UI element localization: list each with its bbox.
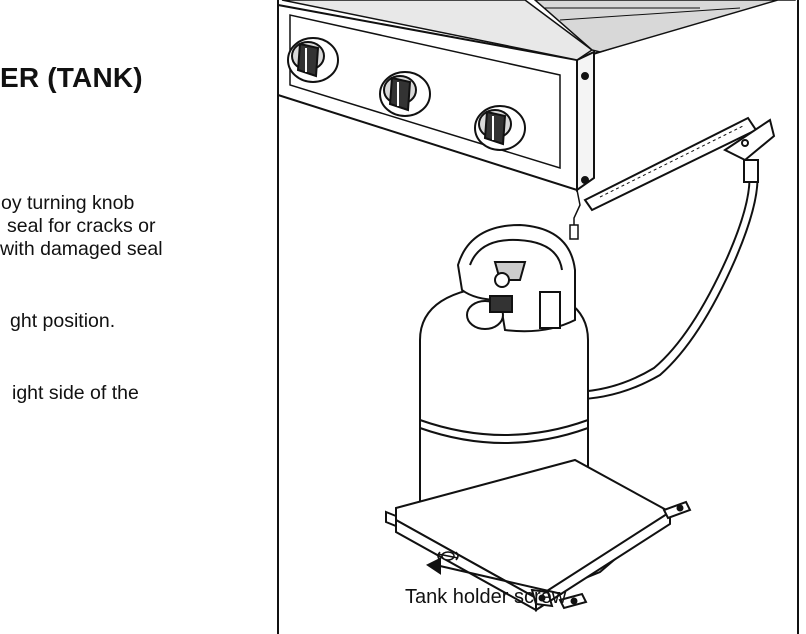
instruction-line-1: oy turning knob <box>1 192 135 214</box>
regulator <box>466 272 513 330</box>
control-knob-2-icon <box>379 71 431 117</box>
section-heading: ER (TANK) <box>0 62 143 93</box>
control-knob-1-icon <box>287 37 339 83</box>
tank-holder-screw-label: Tank holder screw <box>405 586 567 608</box>
gas-manifold-tube <box>583 116 776 212</box>
callout-leader-arrow <box>426 557 563 595</box>
instruction-line-4: ght position. <box>10 310 116 332</box>
figure-frame <box>277 0 799 634</box>
tank-collar <box>456 223 576 333</box>
tank-holder-base <box>385 458 692 612</box>
grill-control-panel <box>277 0 796 192</box>
instruction-line-2: seal for cracks or <box>7 215 156 237</box>
control-knob-3-icon <box>474 105 526 151</box>
igniter-wire <box>569 189 581 240</box>
instruction-line-3: with damaged seal <box>0 238 163 260</box>
instruction-line-5: ight side of the <box>12 382 139 404</box>
tank-holder-screw-icon <box>437 551 459 561</box>
